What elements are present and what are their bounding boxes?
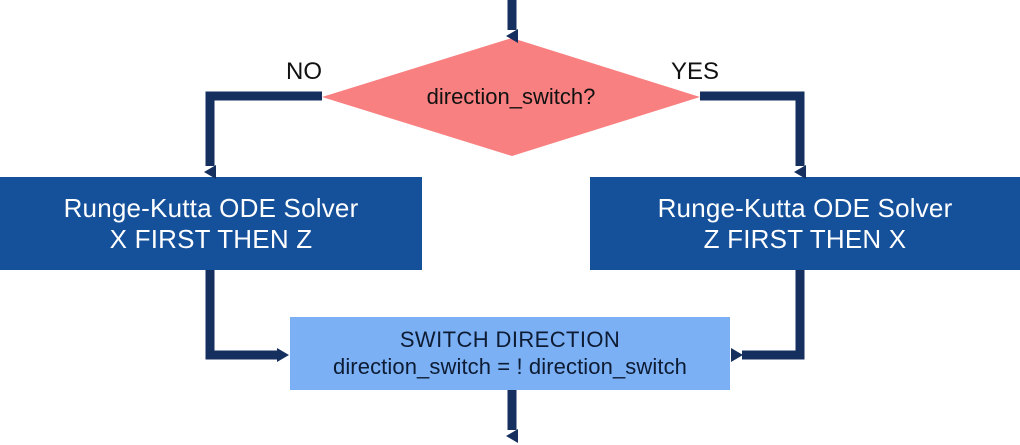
process-box-left[interactable] <box>0 177 422 270</box>
decision-diamond[interactable] <box>322 38 700 156</box>
action-switch-label: SWITCH DIRECTION direction_switch = ! di… <box>290 317 730 390</box>
action-box-switch[interactable] <box>290 317 730 390</box>
connector-no-branch <box>204 91 322 179</box>
connector-yes-branch <box>700 91 806 179</box>
edge-label-no: NO <box>286 58 322 85</box>
decision-label-text: direction_switch? <box>426 84 596 109</box>
connector-right-to-switch <box>731 270 805 362</box>
process-right-label: Runge-Kutta ODE Solver Z FIRST THEN X <box>590 177 1020 270</box>
action-switch-line2: direction_switch = ! direction_switch <box>332 353 688 379</box>
process-left-label: Runge-Kutta ODE Solver X FIRST THEN Z <box>0 177 422 270</box>
connector-left-to-switch <box>205 270 289 362</box>
edge-label-yes: YES <box>671 58 720 85</box>
process-right-line1: Runge-Kutta ODE Solver <box>657 192 953 223</box>
decision-label: direction_switch? <box>322 38 700 156</box>
process-left-line2: X FIRST THEN Z <box>109 223 313 254</box>
action-switch-line1: SWITCH DIRECTION <box>399 327 621 353</box>
process-box-right[interactable] <box>590 177 1020 270</box>
process-left-line1: Runge-Kutta ODE Solver <box>63 192 359 223</box>
process-right-line2: Z FIRST THEN X <box>703 223 907 254</box>
